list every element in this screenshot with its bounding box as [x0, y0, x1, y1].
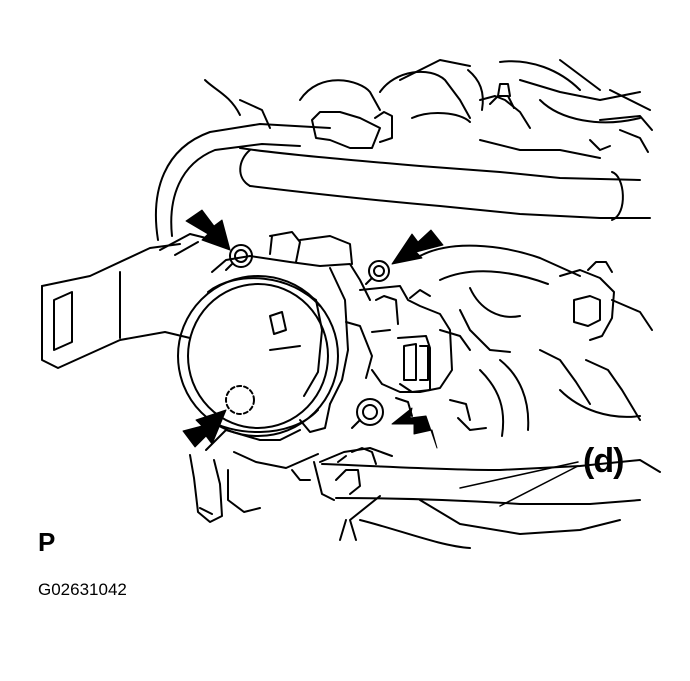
part-callout-d: (d) [583, 442, 624, 480]
arrow-lower-left-bolt [183, 410, 226, 447]
lower-right-bolt-icon [352, 399, 383, 428]
leader-line-d [460, 462, 578, 506]
pointer-arrows [183, 210, 443, 448]
view-label-p: P [38, 527, 56, 557]
arrow-lower-right-bolt [392, 408, 437, 448]
lower-hose-d [314, 448, 660, 548]
upper-left-bolt-icon [226, 245, 252, 270]
figure-code: G02631042 [38, 580, 127, 599]
right-side-harness [420, 246, 652, 436]
left-mounting-bracket [42, 234, 214, 368]
throttle-body-housing [190, 232, 370, 522]
upper-right-bolt-icon [366, 261, 389, 284]
hidden-bolt-dashed-icon [226, 386, 254, 414]
background-engine-parts [205, 60, 652, 158]
arrow-upper-left-bolt [186, 210, 230, 250]
throttle-position-sensor [346, 286, 470, 416]
arrow-upper-right-bolt [392, 230, 443, 264]
upper-coolant-tube [156, 124, 650, 240]
throttle-bore [178, 276, 338, 436]
